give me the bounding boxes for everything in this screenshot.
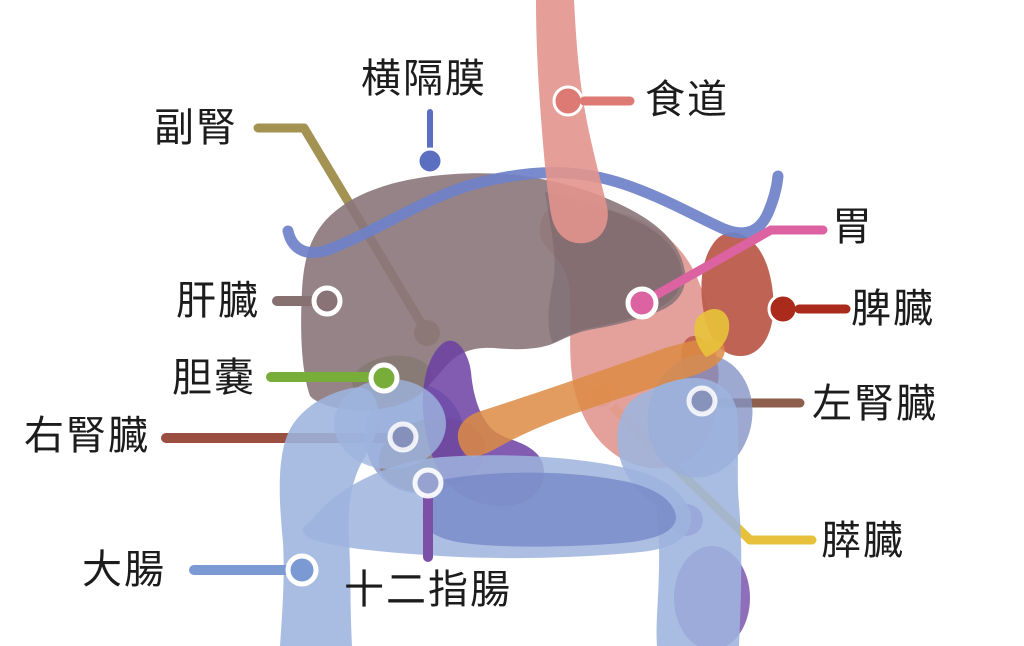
duodenum-dot bbox=[412, 467, 444, 499]
esophagus-dot bbox=[552, 85, 584, 117]
liver-dot bbox=[311, 285, 343, 317]
colon-descending-right bbox=[617, 378, 742, 646]
label-right-kidney: 右腎臓 bbox=[24, 414, 150, 458]
pancreas-tail bbox=[694, 308, 730, 357]
gallbladder-dot bbox=[368, 362, 400, 394]
pancreas-shape bbox=[457, 338, 725, 457]
label-diaphragm: 横隔膜 bbox=[361, 57, 487, 101]
diaphragm-callout bbox=[416, 109, 444, 175]
label-liver: 肝臓 bbox=[176, 279, 260, 323]
spleen-dot bbox=[767, 293, 799, 325]
right-kidney-dot bbox=[387, 421, 419, 453]
label-adrenal: 副腎 bbox=[154, 106, 238, 150]
large-intestine-callout bbox=[189, 553, 319, 587]
colon-hepatic-flexure bbox=[334, 379, 446, 469]
label-left-kidney: 左腎臓 bbox=[812, 382, 938, 426]
colon-transverse-dark-band bbox=[422, 472, 676, 547]
label-gallbladder: 胆嚢 bbox=[172, 356, 256, 400]
label-duodenum: 十二指腸 bbox=[344, 568, 512, 612]
stomach-callout-line bbox=[637, 225, 828, 308]
gallbladder-callout bbox=[266, 362, 400, 394]
label-spleen: 脾臓 bbox=[851, 287, 935, 331]
stomach-dot bbox=[625, 286, 659, 320]
esophagus-callout bbox=[552, 85, 635, 117]
left-kidney-dot bbox=[686, 385, 718, 417]
diaphragm-dot bbox=[416, 147, 444, 175]
top-callouts bbox=[189, 85, 851, 587]
duodenum-callout bbox=[412, 467, 444, 562]
liver-callout bbox=[272, 285, 343, 317]
spleen-callout bbox=[767, 293, 851, 325]
label-pancreas: 膵臓 bbox=[821, 519, 905, 563]
large-intestine-dot bbox=[285, 553, 319, 587]
label-large-intestine: 大腸 bbox=[82, 548, 166, 592]
stomach-callout bbox=[625, 225, 828, 320]
esophagus-shape bbox=[536, 0, 608, 244]
label-stomach: 胃 bbox=[832, 205, 874, 249]
label-esophagus: 食道 bbox=[645, 78, 729, 122]
